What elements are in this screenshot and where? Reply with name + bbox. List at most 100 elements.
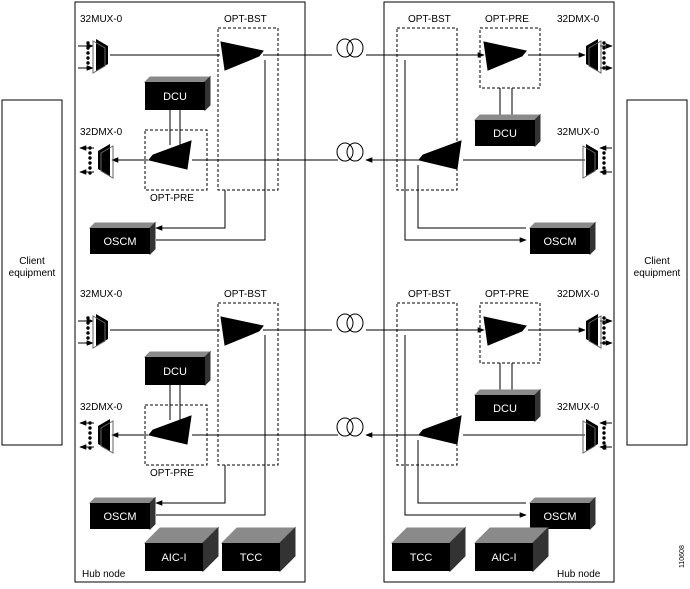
label-mux-right: 32MUX-0	[557, 127, 600, 138]
channel-dot	[602, 46, 606, 50]
amplifier-icon	[148, 415, 192, 445]
oscm-module-right: OSCM	[528, 221, 597, 256]
opt-pre-box-right	[479, 27, 541, 89]
module-box-icon	[145, 543, 203, 571]
mux-shadow	[582, 420, 596, 454]
module-top	[483, 527, 550, 534]
amplifier-icon	[220, 316, 264, 346]
module-top	[400, 527, 467, 534]
mux-icon	[582, 419, 598, 454]
aic-i-module-left-label: AIC-I	[161, 552, 186, 564]
channel-dot	[602, 316, 606, 320]
dcu-module-left-label: DCU	[163, 366, 187, 378]
tcc-module-left-label: TCC	[240, 552, 263, 564]
channel-dot	[602, 166, 606, 170]
hub-node-label-right: Hub node	[557, 569, 601, 580]
label-bst-left: OPT-BST	[224, 289, 267, 300]
channel-dot	[86, 41, 90, 45]
module-side	[589, 496, 596, 531]
coil-loop	[336, 142, 354, 162]
module-side	[149, 496, 156, 531]
label-dmx-left: 32DMX-0	[80, 402, 123, 413]
dcu-module-right-label: DCU	[493, 128, 517, 140]
demux-icon	[98, 144, 114, 179]
label-bst-left: OPT-BST	[224, 14, 267, 25]
opt-bst-box-right	[396, 302, 458, 466]
signal-line	[404, 60, 527, 243]
module-side	[532, 536, 539, 573]
mux-icon	[582, 144, 598, 179]
channel-dot	[86, 56, 90, 60]
dcu-module-right: DCU	[473, 388, 542, 423]
label-mux-right: 32MUX-0	[557, 402, 600, 413]
channel-dot	[88, 436, 92, 440]
mux-shadow	[92, 40, 106, 74]
label-pre-right: OPT-PRE	[485, 14, 529, 25]
oscm-module-left-label: OSCM	[104, 511, 137, 523]
channel-dot	[88, 161, 92, 165]
module-box-icon	[475, 395, 535, 421]
hub-node-panel-right	[383, 1, 615, 583]
channel-dot	[88, 166, 92, 170]
module-top	[153, 527, 220, 534]
opt-bst-box-right	[396, 27, 458, 191]
mux-shadow	[588, 315, 602, 349]
demux-icon	[98, 419, 114, 454]
module-box-icon	[145, 357, 205, 385]
amplifier-icon	[483, 41, 527, 71]
module-top	[473, 389, 542, 396]
fiber-coil-icon	[336, 38, 364, 58]
module-box-icon	[530, 228, 590, 254]
coil-loop	[346, 142, 364, 162]
oscm-module-left: OSCM	[88, 221, 157, 256]
oscm-module-right-label: OSCM	[544, 236, 577, 248]
signal-line	[155, 190, 226, 231]
channel-dot	[602, 321, 606, 325]
label-bst-right: OPT-BST	[408, 14, 451, 25]
coil-loop	[336, 417, 354, 437]
coil-loop	[336, 313, 354, 333]
module-side	[279, 536, 286, 573]
tcc-module-left: TCC	[220, 536, 287, 573]
channel-dot	[602, 431, 606, 435]
dcu-module-left: DCU	[143, 75, 212, 112]
mux-icon	[92, 314, 108, 349]
label-bst-right: OPT-BST	[408, 289, 451, 300]
channel-dot	[86, 46, 90, 50]
module-side	[534, 113, 541, 148]
label-mux-left: 32MUX-0	[80, 289, 123, 300]
channel-dot	[602, 156, 606, 160]
signal-line	[156, 335, 266, 516]
module-box-icon	[145, 82, 205, 110]
signal-line	[156, 60, 266, 241]
channel-dot	[602, 151, 606, 155]
channel-dot	[602, 441, 606, 445]
channel-dot	[86, 326, 90, 330]
aic-i-module-right: AIC-I	[473, 536, 540, 573]
module-top	[143, 76, 212, 83]
module-side	[449, 536, 456, 573]
opt-bst-box-left	[217, 27, 279, 191]
module-box-icon	[90, 503, 150, 529]
module-box-icon	[222, 543, 280, 571]
module-top	[528, 222, 597, 229]
module-top	[528, 497, 597, 504]
module-box-icon	[530, 503, 590, 529]
module-top	[390, 537, 457, 544]
mux-shadow	[100, 145, 114, 179]
channel-dot	[88, 431, 92, 435]
tcc-module-right-label: TCC	[410, 552, 433, 564]
channel-dot	[88, 441, 92, 445]
module-top	[473, 537, 540, 544]
amplifier-icon	[483, 316, 527, 346]
oscm-module-right: OSCM	[528, 496, 597, 531]
module-top	[225, 532, 292, 539]
fiber-coil-icon	[336, 313, 364, 333]
module-top	[88, 222, 157, 229]
opt-bst-box-left	[217, 302, 279, 466]
coil-loop	[346, 313, 364, 333]
channel-dot	[88, 426, 92, 430]
demux-icon	[586, 39, 602, 74]
